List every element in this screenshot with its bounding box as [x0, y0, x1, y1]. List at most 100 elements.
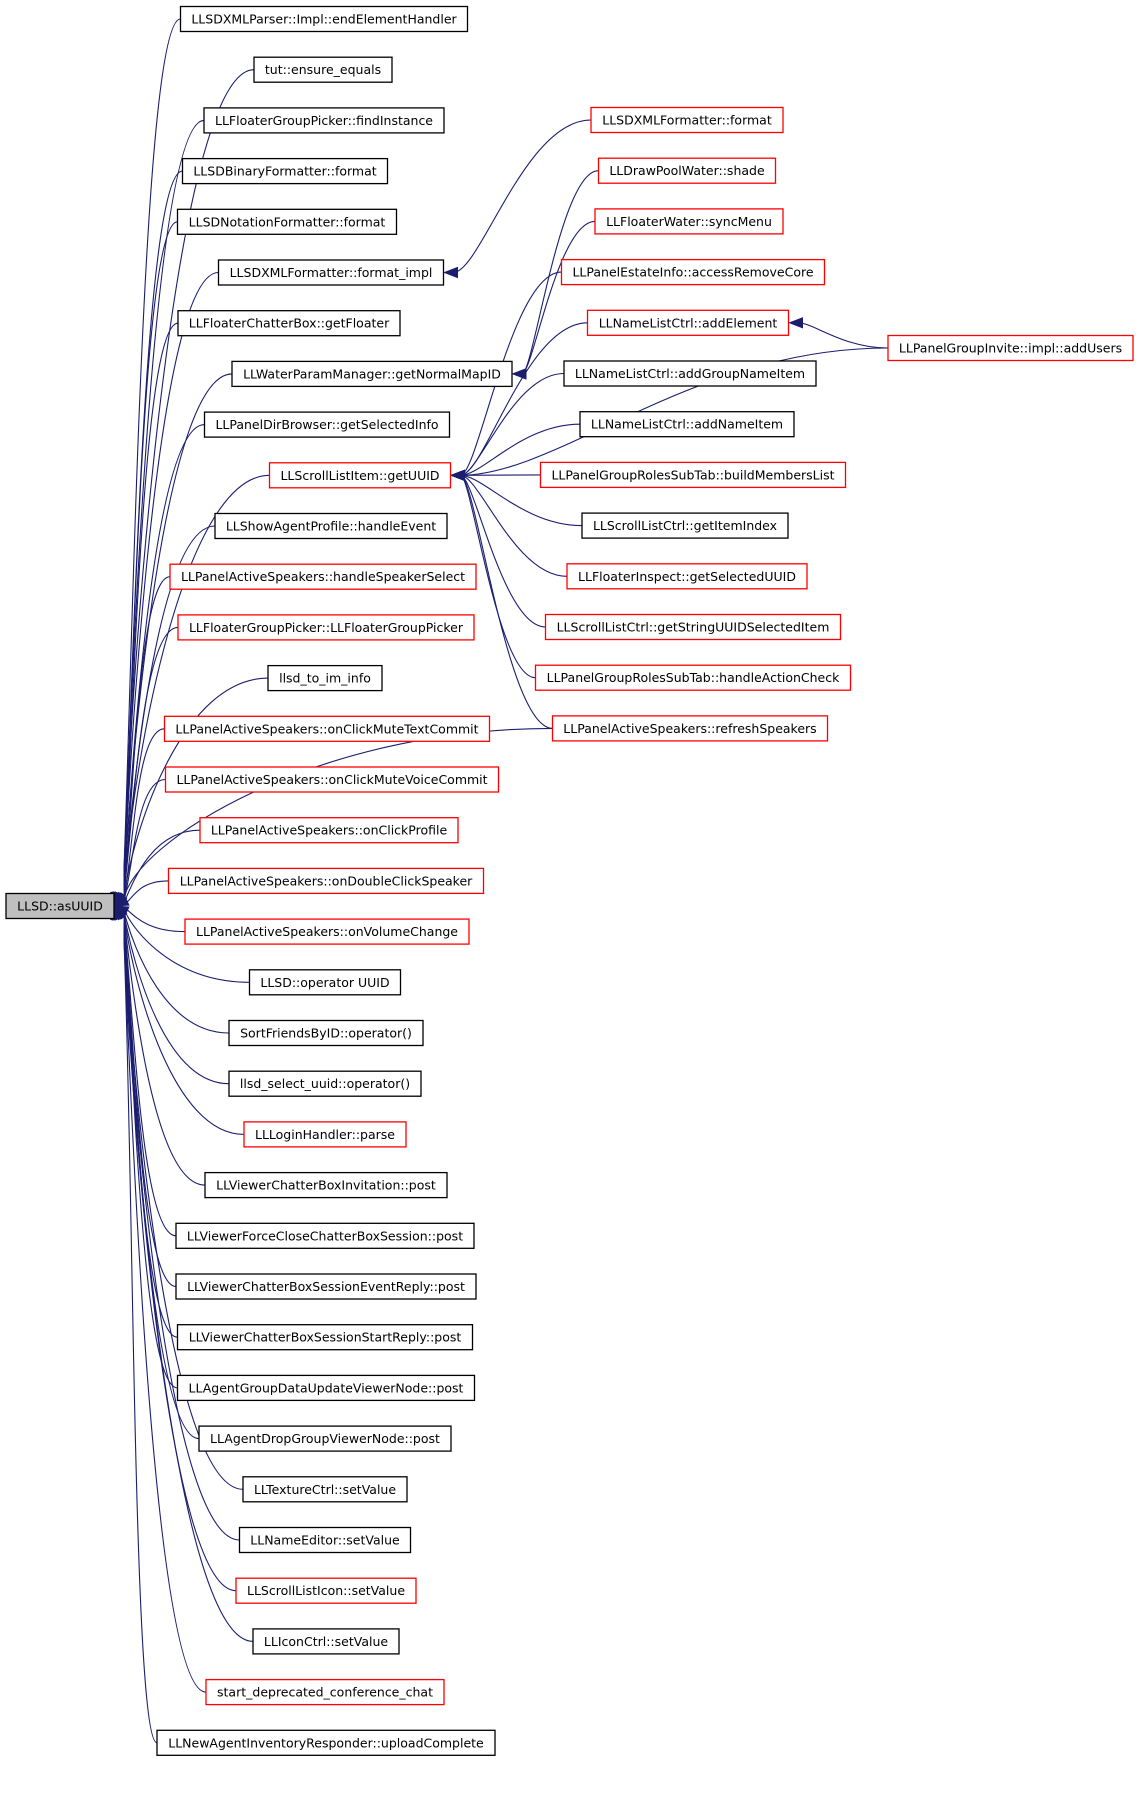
node-label: LLScrollListIcon::setValue [247, 1583, 405, 1598]
edge-n21-to-root [123, 911, 230, 1034]
function-node[interactable]: LLScrollListItem::getUUID [268, 462, 452, 489]
edge-n06-to-root [123, 271, 219, 880]
function-node[interactable]: LLFloaterInspect::getSelectedUUID [566, 563, 808, 590]
function-node[interactable]: LLFloaterChatterBox::getFloater [177, 310, 401, 337]
function-node[interactable]: SortFriendsByID::operator() [228, 1019, 424, 1047]
node-box [235, 1577, 417, 1604]
node-label: LLScrollListCtrl::getStringUUIDSelectedI… [557, 620, 830, 635]
function-node[interactable]: LLSDNotationFormatter::format [176, 208, 398, 235]
function-node[interactable]: LLFloaterGroupPicker::findInstance [203, 107, 445, 134]
node-box [560, 258, 826, 286]
node-label: LLPanelActiveSpeakers::onClickMuteTextCo… [175, 721, 478, 736]
node-label: LLAgentGroupDataUpdateViewerNode::post [189, 1380, 464, 1395]
edge-n18-to-root [123, 880, 169, 906]
function-node[interactable]: LLDrawPoolWater::shade [597, 157, 777, 184]
node-label: LLIconCtrl::setValue [264, 1634, 388, 1649]
node-box [169, 563, 477, 590]
function-node[interactable]: LLScrollListCtrl::getItemIndex [581, 512, 789, 539]
function-node[interactable]: LLPanelActiveSpeakers::handleSpeakerSele… [169, 563, 477, 590]
function-node[interactable]: LLPanelActiveSpeakers::onClickMuteVoiceC… [164, 766, 500, 793]
node-label: llsd_to_im_info [279, 671, 371, 686]
arrowhead-icon [113, 895, 130, 907]
edge-m06-to-n10 [460, 372, 565, 476]
node-box [156, 1729, 496, 1756]
node-label: LLPanelGroupRolesSubTab::handleActionChe… [547, 670, 840, 685]
function-node[interactable]: LLLoginHandler::parse [243, 1121, 407, 1148]
function-node[interactable]: LLSDXMLFormatter::format_impl [217, 259, 445, 286]
function-node[interactable]: LLScrollListIcon::setValue [235, 1577, 417, 1604]
edge-m05-to-n10 [460, 322, 588, 476]
node-label: tut::ensure_equals [265, 62, 381, 77]
node-box [228, 1070, 422, 1097]
function-node[interactable]: LLNameListCtrl::addGroupNameItem [563, 360, 817, 387]
function-node[interactable]: LLNameListCtrl::addNameItem [579, 411, 795, 438]
function-node[interactable]: LLAgentDropGroupViewerNode::post [198, 1425, 452, 1452]
function-node[interactable]: LLFloaterGroupPicker::LLFloaterGroupPick… [177, 614, 475, 641]
edge-n22-to-root [123, 913, 230, 1085]
edge-r01-to-m05 [798, 322, 889, 349]
node-box [203, 411, 451, 438]
node-label: LLSD::operator UUID [260, 975, 389, 990]
function-node[interactable]: LLTextureCtrl::setValue [242, 1476, 408, 1503]
function-node[interactable]: LLPanelGroupRolesSubTab::handleActionChe… [534, 664, 852, 691]
function-node[interactable]: tut::ensure_equals [253, 56, 393, 83]
node-box [176, 1324, 474, 1351]
function-node[interactable]: LLSD::operator UUID [248, 969, 402, 996]
node-box [177, 310, 401, 337]
function-node[interactable]: LLViewerForceCloseChatterBoxSession::pos… [175, 1222, 475, 1249]
function-node[interactable]: LLPanelDirBrowser::getSelectedInfo [203, 411, 451, 438]
function-node[interactable]: start_deprecated_conference_chat [205, 1678, 445, 1706]
node-label: LLPanelGroupInvite::impl::addUsers [899, 341, 1122, 356]
function-node[interactable]: LLShowAgentProfile::handleEvent [214, 512, 448, 540]
edge-n32-to-root [123, 934, 237, 1592]
edge-m09-to-n10 [460, 474, 583, 527]
function-node[interactable]: LLPanelActiveSpeakers::refreshSpeakers [551, 715, 829, 742]
node-box [586, 309, 790, 336]
function-node[interactable]: LLNameEditor::setValue [238, 1526, 412, 1554]
function-node[interactable]: LLAgentGroupDataUpdateViewerNode::post [176, 1374, 476, 1402]
node-label: LLNewAgentInventoryResponder::uploadComp… [168, 1735, 484, 1750]
edge-n35-to-root [123, 941, 158, 1744]
edge-n30-to-root [123, 930, 244, 1490]
function-node[interactable]: LLPanelEstateInfo::accessRemoveCore [560, 258, 826, 286]
node-label: LLPanelActiveSpeakers::onClickProfile [211, 823, 448, 838]
node-box [176, 208, 398, 235]
node-box [252, 1628, 400, 1655]
function-node[interactable]: LLPanelGroupInvite::impl::addUsers [887, 334, 1134, 362]
edge-n14-to-root [123, 677, 269, 897]
function-node[interactable]: LLPanelActiveSpeakers::onVolumeChange [184, 918, 470, 945]
function-node[interactable]: LLSDXMLFormatter::format [590, 106, 784, 134]
function-node[interactable]: LLViewerChatterBoxSessionStartReply::pos… [176, 1324, 474, 1351]
function-node[interactable]: LLViewerChatterBoxSessionEventReply::pos… [175, 1273, 477, 1300]
function-node[interactable]: LLFloaterWater::syncMenu [594, 208, 784, 235]
function-node[interactable]: LLViewerChatterBoxInvitation::post [204, 1171, 448, 1199]
edge-n16-to-root [123, 778, 166, 901]
node-label: LLFloaterGroupPicker::findInstance [215, 113, 433, 128]
function-node[interactable]: LLIconCtrl::setValue [252, 1628, 400, 1655]
node-label: start_deprecated_conference_chat [217, 1685, 433, 1700]
node-box [268, 462, 452, 489]
function-node[interactable]: LLScrollListCtrl::getStringUUIDSelectedI… [544, 613, 842, 641]
function-node[interactable]: LLSDXMLParser::Impl::endElementHandler [179, 5, 469, 33]
function-node[interactable]: LLNameListCtrl::addElement [586, 309, 790, 336]
node-box [563, 360, 817, 387]
function-node[interactable]: LLPanelGroupRolesSubTab::buildMembersLis… [539, 461, 847, 489]
root-node[interactable]: LLSD::asUUID [5, 892, 115, 920]
node-box [203, 107, 445, 134]
node-box [176, 1374, 476, 1402]
function-node[interactable]: llsd_to_im_info [267, 664, 383, 692]
node-box [581, 512, 789, 539]
node-label: LLNameListCtrl::addNameItem [591, 417, 783, 432]
node-label: LLSDXMLParser::Impl::endElementHandler [191, 12, 457, 27]
function-node[interactable]: LLNewAgentInventoryResponder::uploadComp… [156, 1729, 496, 1756]
function-node[interactable]: LLSDBinaryFormatter::format [181, 157, 389, 185]
function-node[interactable]: LLPanelActiveSpeakers::onClickProfile [199, 817, 459, 844]
function-node[interactable]: LLWaterParamManager::getNormalMapID [231, 360, 513, 388]
node-label: LLSDXMLFormatter::format_impl [230, 265, 433, 280]
function-node[interactable]: LLPanelActiveSpeakers::onClickMuteTextCo… [163, 715, 491, 742]
node-label: LLFloaterChatterBox::getFloater [189, 316, 390, 331]
function-node[interactable]: LLPanelActiveSpeakers::onDoubleClickSpea… [167, 867, 485, 895]
function-node[interactable]: llsd_select_uuid::operator() [228, 1070, 422, 1097]
edge-n15-to-root [123, 728, 165, 899]
